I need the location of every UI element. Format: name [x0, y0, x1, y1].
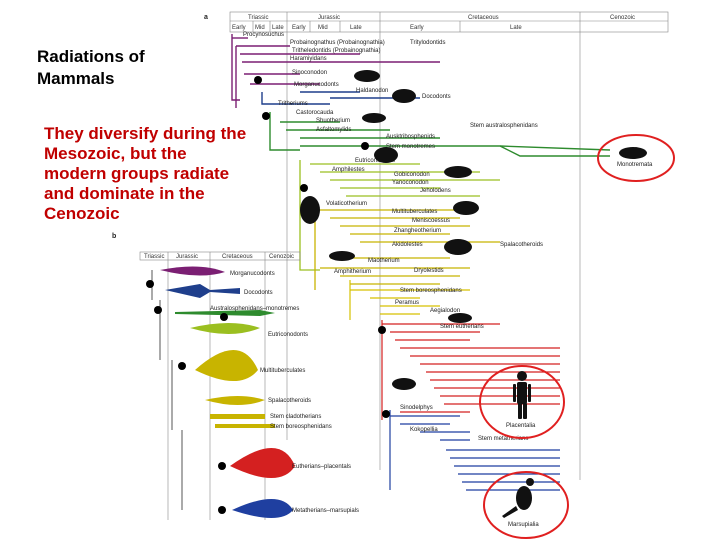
epoch-label: Early — [232, 25, 246, 31]
taxon-label: Asfaltomylids — [316, 127, 351, 133]
group-label: Metatherians–marsupials — [292, 508, 359, 514]
taxon-label: Peramus — [395, 300, 419, 306]
monotreme-silhouette — [619, 147, 647, 159]
taxon-label: Stem monotremes — [386, 144, 435, 150]
taxon-label: Monotremata — [617, 162, 653, 168]
taxon-label: Gobiconodon — [394, 172, 430, 178]
epoch-label: Late — [350, 25, 362, 31]
taxon-label: Eutriconodonts — [355, 158, 395, 164]
group-label: Morganucodonts — [230, 271, 275, 277]
taxon-label: Docodonts — [422, 94, 451, 100]
taxon-label: Tritylodontids — [410, 40, 445, 46]
animal-silhouettes — [300, 70, 479, 390]
taxon-label: Stem boreosphenidans — [400, 288, 462, 294]
taxon-label: Haramiyidans — [290, 56, 327, 62]
taxon-label: Sinodelphys — [400, 405, 433, 411]
taxon-label: Morganucodonts — [294, 82, 339, 88]
taxon-label: Tritheriums — [278, 101, 308, 107]
taxon-label: Stem metatherians — [478, 436, 528, 442]
taxon-label: Probainognathus (Probainognathia) — [290, 40, 385, 46]
period-label: Cretaceous — [222, 254, 253, 260]
epoch-label: Early — [292, 25, 306, 31]
taxon-label: Kokopellia — [410, 427, 438, 433]
slide-title: Radiations of Mammals — [37, 47, 145, 88]
group-label: Eutherians–placentals — [292, 464, 351, 470]
taxon-label: Zhangheotherium — [394, 228, 441, 234]
panel-a-timescale — [229, 11, 669, 480]
taxon-label: Amphilestes — [332, 167, 365, 173]
period-label: Cretaceous — [468, 15, 499, 21]
panel-a-metatherians — [389, 410, 560, 491]
epoch-label: Mid — [255, 25, 265, 31]
group-label: Spalacotheroids — [268, 398, 311, 404]
taxon-label: Stem australosphenidans — [470, 123, 538, 129]
taxon-label: Akidolestes — [392, 242, 423, 248]
epoch-label: Late — [272, 25, 284, 31]
taxon-label: Castorocauda — [296, 110, 334, 116]
taxon-label: Multituberculates — [392, 209, 437, 215]
period-label: Triassic — [144, 254, 164, 260]
panel-a-early-labels: Procynosuchus Probainognathus (Probainog… — [243, 32, 445, 88]
panel-a-allotheria — [314, 206, 500, 290]
slide-subtitle: They diversify during the Mesozoic, but … — [44, 124, 247, 223]
taxon-label: Dryolestids — [414, 268, 444, 274]
period-label: Jurassic — [176, 254, 198, 260]
taxon-label: Aegialodon — [430, 308, 460, 314]
taxon-label: Maotherium — [368, 258, 400, 264]
panel-b-node-markers — [146, 280, 228, 514]
taxon-label: Haldanodon — [356, 88, 388, 94]
group-label: Multituberculates — [260, 368, 305, 374]
panel-a-boreosphenida — [349, 280, 470, 320]
taxon-label: Stem eutherians — [440, 324, 484, 330]
taxon-label: Placentalia — [506, 423, 536, 429]
taxon-label: Ausktribosphenids — [386, 134, 435, 140]
taxon-label: Procynosuchus — [243, 32, 284, 38]
taxon-label: Volaticotherium — [326, 201, 367, 207]
taxon-label: Tritheledontids (Probainognathia) — [292, 48, 381, 54]
group-label: Eutriconodonts — [268, 332, 308, 338]
panel-a-node-markers — [254, 76, 390, 418]
panel-a-period-labels: Triassic Jurassic Cretaceous Cenozoic Ea… — [232, 15, 635, 31]
taxon-label: Sinoconodon — [292, 70, 327, 76]
panel-b-group-labels: Morganucodonts Docodonts Australosphenid… — [210, 271, 359, 514]
panel-b-label: b — [112, 233, 116, 240]
kangaroo-silhouette — [502, 478, 534, 518]
period-label: Cenozoic — [610, 15, 635, 21]
panel-b-spindles — [160, 266, 295, 518]
taxon-label: Shuotherium — [316, 118, 350, 124]
taxon-label: Marsupialia — [508, 522, 539, 528]
group-label: Docodonts — [244, 290, 273, 296]
highlight-circles — [479, 134, 675, 539]
panel-a-australosphenida — [269, 112, 611, 157]
group-label: Stem cladotherians — [270, 414, 321, 420]
epoch-label: Late — [510, 25, 522, 31]
taxon-label: Yanoconodon — [392, 180, 429, 186]
epoch-label: Early — [410, 25, 424, 31]
taxon-label: Amphitherium — [334, 269, 371, 275]
panel-a-early-lineages — [231, 34, 440, 108]
period-label: Triassic — [248, 15, 268, 21]
panel-a-label: a — [204, 14, 208, 21]
period-label: Cenozoic — [269, 254, 294, 260]
panel-b-backbone — [151, 270, 183, 510]
human-silhouette — [513, 371, 531, 419]
panel-a-eutherians — [381, 320, 560, 420]
group-label: Stem boreosphenidans — [270, 424, 332, 430]
taxon-label: Jeholodens — [420, 188, 451, 194]
epoch-label: Mid — [318, 25, 328, 31]
taxon-label: Meniscoessus — [412, 218, 450, 224]
taxon-label: Spalacotheroids — [500, 242, 543, 248]
period-label: Jurassic — [318, 15, 340, 21]
group-label: Australosphenidans–monotremes — [210, 306, 299, 312]
